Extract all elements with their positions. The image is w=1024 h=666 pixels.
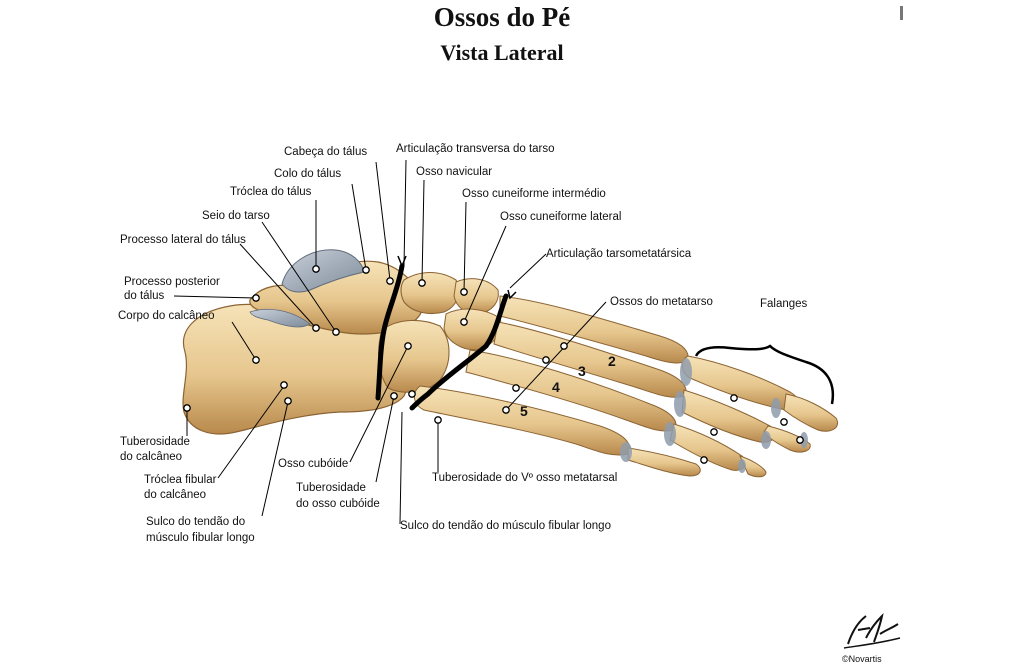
label-sulco-tendao-2: músculo fibular longo	[146, 532, 255, 544]
label-osso-navicular: Osso navicular	[416, 166, 493, 178]
label-troclea-talus: Tróclea do tálus	[230, 186, 312, 198]
corner-mark	[900, 6, 903, 20]
label-processo-lateral-talus: Processo lateral do tálus	[120, 234, 246, 246]
marker-dots	[183, 265, 804, 464]
label-articulacao-tarsometatarsica: Articulação tarsometatársica	[546, 248, 692, 260]
label-sulco-tendao-longo: Sulco do tendão do músculo fibular longo	[400, 520, 611, 532]
phalanges-brace	[694, 344, 835, 405]
label-troclea-fibular-1: Tróclea fibular	[144, 474, 217, 486]
metatarsal-5	[414, 385, 631, 456]
label-ossos-metatarso: Ossos do metatarso	[610, 296, 713, 308]
metatarsal-number-2: 2	[608, 353, 616, 369]
label-cabeca-talus: Cabeça do tálus	[284, 146, 368, 158]
label-seio-tarso: Seio do tarso	[202, 210, 270, 222]
transverse-tarsal-joint-line	[375, 263, 405, 401]
label-corpo-calcaneo: Corpo do calcâneo	[118, 310, 215, 322]
metatarsal-number-4: 4	[552, 379, 560, 395]
label-tuberosidade-cuboide-2: do osso cubóide	[296, 498, 380, 510]
label-cuneiforme-lateral: Osso cuneiforme lateral	[500, 211, 622, 223]
calcaneus-bone	[182, 303, 410, 435]
label-tuberosidade-calcaneo-1: Tuberosidade	[120, 436, 190, 448]
label-tuberosidade-calcaneo-2: do calcâneo	[120, 451, 183, 463]
label-colo-talus: Colo do tálus	[274, 168, 342, 180]
label-cuneiforme-intermedio: Osso cuneiforme intermédio	[462, 188, 606, 200]
label-articulacao-transversa: Articulação transversa do tarso	[396, 143, 555, 155]
metatarsal-number-3: 3	[578, 363, 586, 379]
label-sulco-tendao-1: Sulco do tendão do	[146, 516, 246, 528]
leader-lines	[173, 159, 607, 525]
metatarsal-number-5: 5	[520, 403, 528, 419]
joint-cartilage	[620, 358, 808, 473]
label-processo-posterior-1: Processo posterior	[124, 276, 220, 288]
label-falanges: Falanges	[760, 298, 808, 310]
label-processo-posterior-2: do tálus	[124, 290, 165, 302]
cuneiform-intermediate-bone	[453, 278, 499, 315]
page-title: Ossos do Pé	[433, 2, 571, 32]
artist-signature: ©Novartis	[842, 612, 901, 664]
label-osso-cuboide: Osso cubóide	[278, 458, 349, 470]
copyright-text: ©Novartis	[842, 654, 882, 664]
page-subtitle: Vista Lateral	[440, 40, 564, 65]
navicular-bone	[400, 271, 460, 315]
label-troclea-fibular-2: do calcâneo	[144, 489, 207, 501]
label-tuberosidade-cuboide-1: Tuberosidade	[296, 482, 366, 494]
tarsometatarsal-joint-line	[409, 293, 509, 411]
label-tuberosidade-v-metatarsal: Tuberosidade do Vº osso metatarsal	[432, 472, 618, 484]
